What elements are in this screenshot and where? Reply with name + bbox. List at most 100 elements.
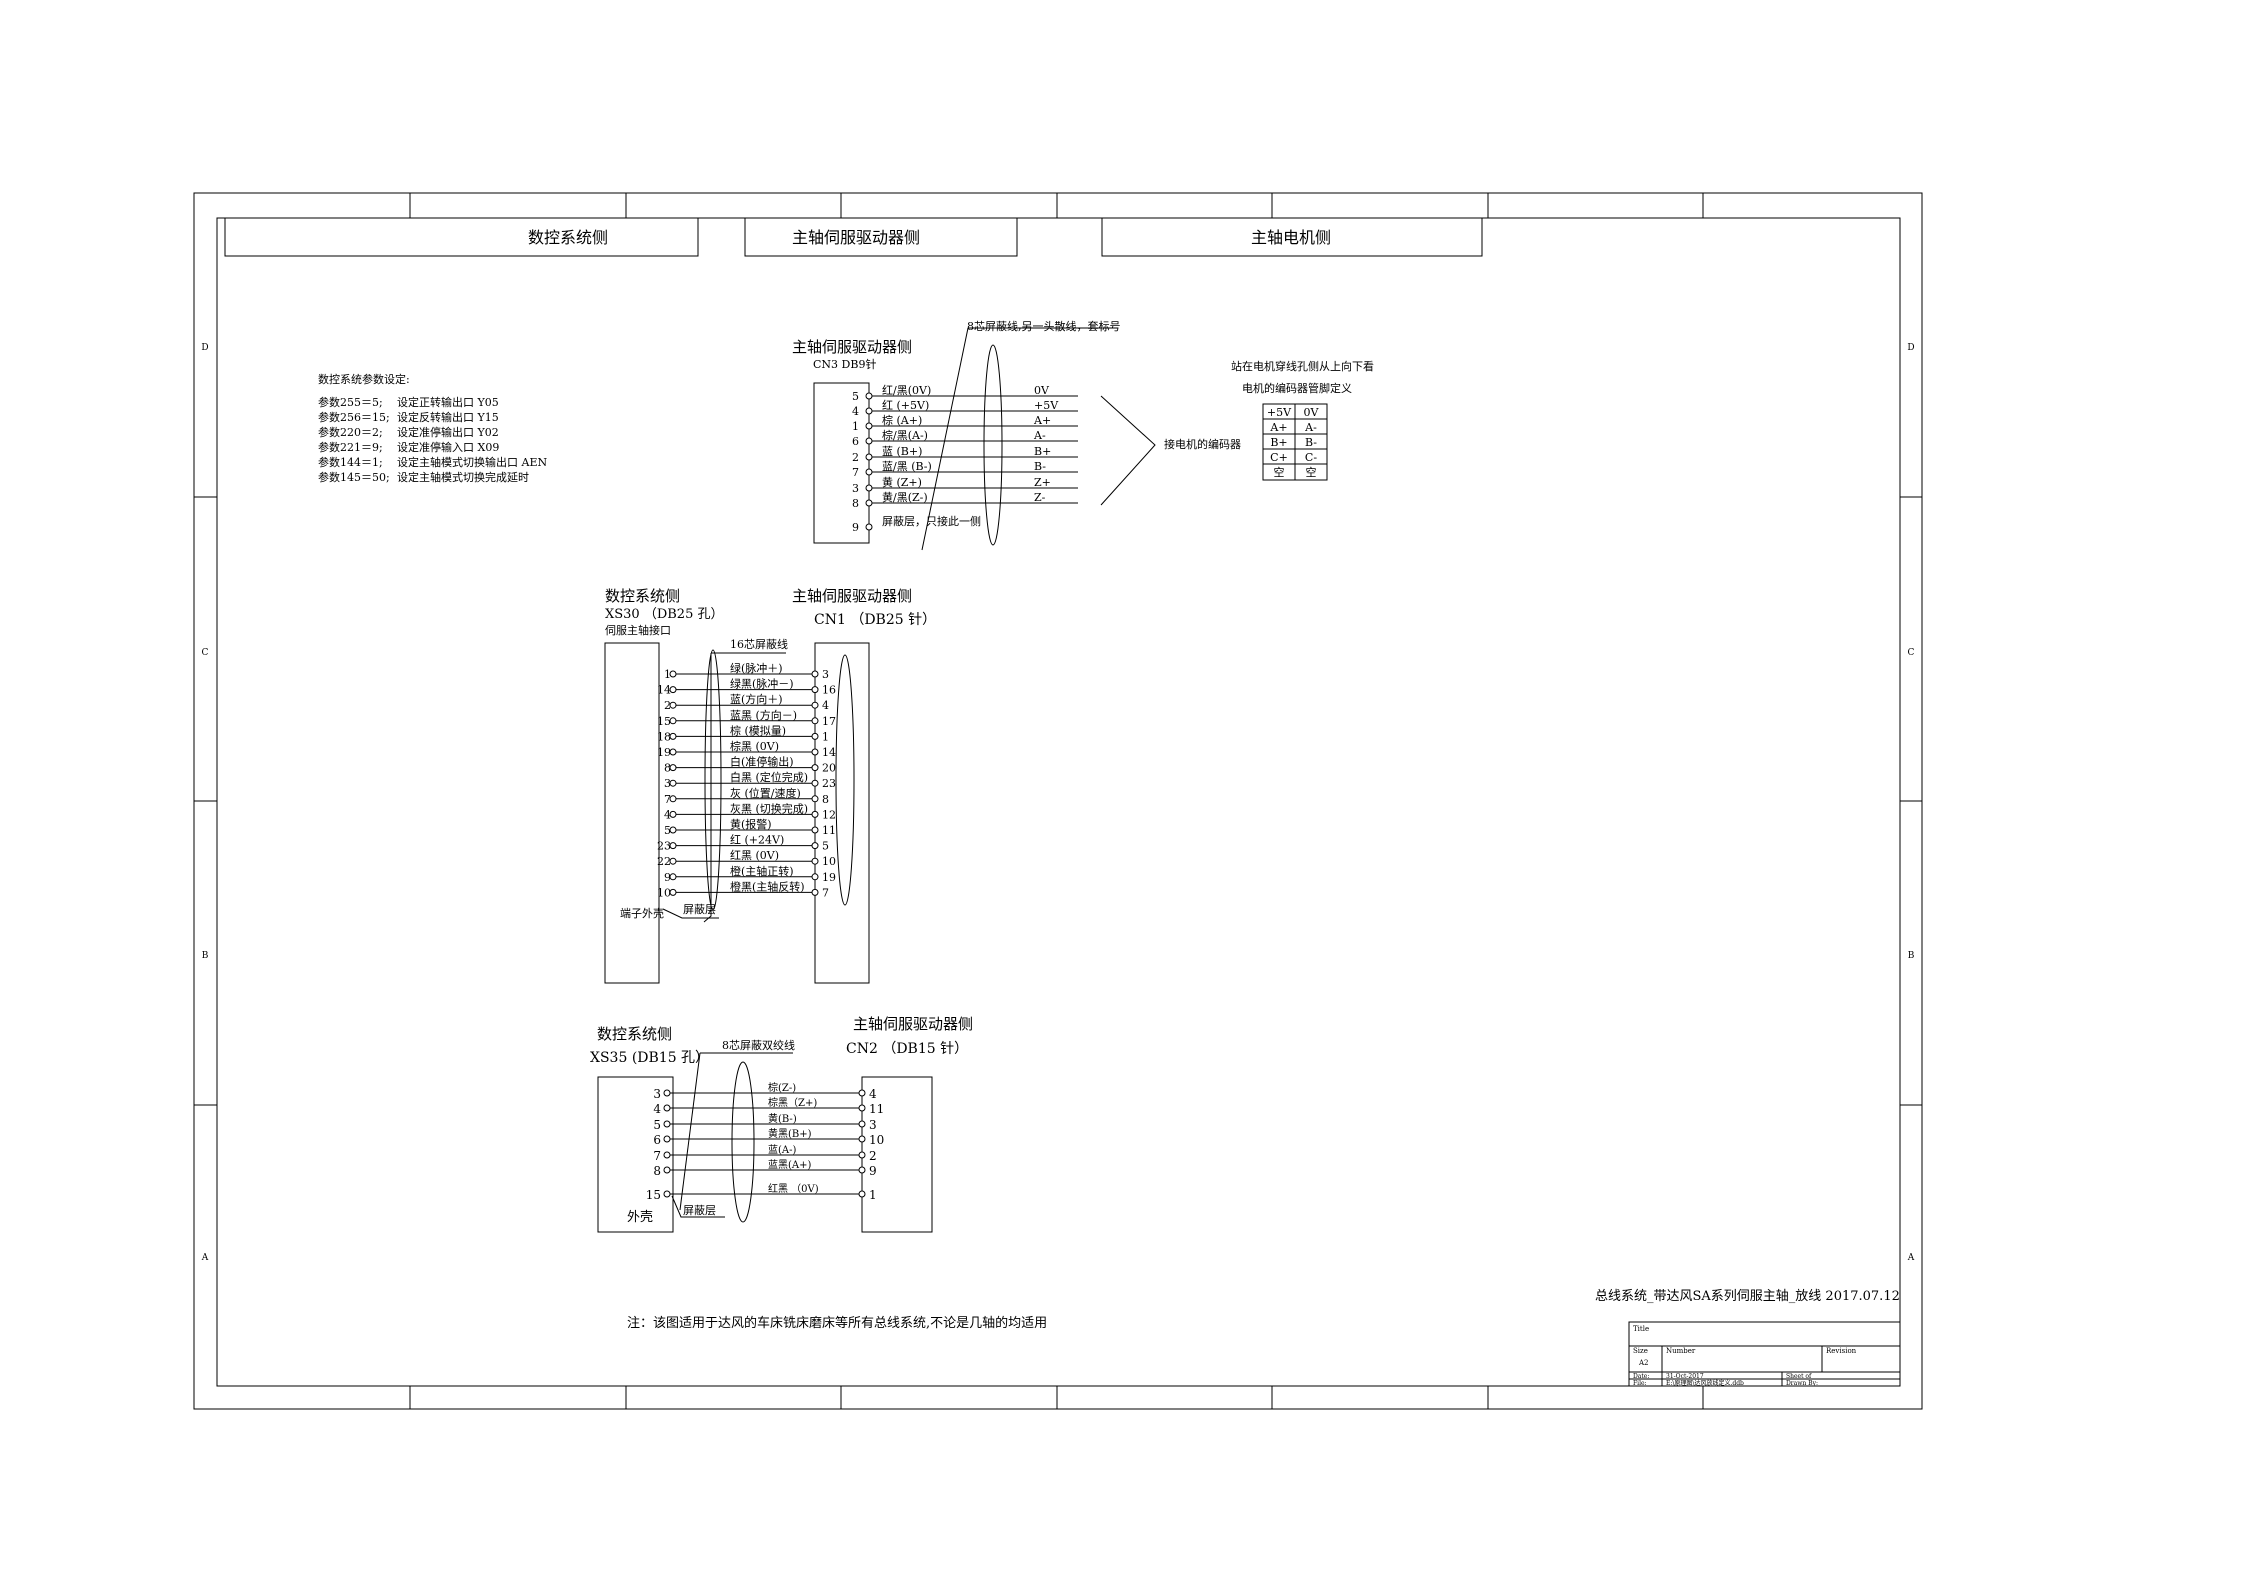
encoder-pin-label: A+ <box>1269 421 1287 434</box>
cn1-right-terminal <box>811 670 819 678</box>
cn1-wire-label: 橙黑(主轴反转) <box>730 879 805 893</box>
cn1-left-terminal <box>669 717 677 725</box>
cn1-right-terminal <box>811 873 819 881</box>
cn2-shield-line <box>671 1195 725 1218</box>
param-desc: 设定准停输入口 X09 <box>397 440 499 454</box>
encoder-pin-label: +5V <box>1267 406 1292 419</box>
cn3-wire-label: 蓝/黑 (B-) <box>882 460 932 473</box>
cn1-right-terminal <box>811 842 819 850</box>
cn2-wire-label: 棕(Z-) <box>768 1081 796 1094</box>
encoder-pin-label: B- <box>1305 436 1317 449</box>
cn1-left-terminal <box>669 686 677 694</box>
header-box-drive <box>744 217 1018 257</box>
cn2-right-pin: 11 <box>869 1102 884 1116</box>
encoder-title-2: 电机的编码器管脚定义 <box>1242 381 1352 395</box>
cn1-left-pin: 5 <box>664 824 671 837</box>
cn2-cnc-title: 数控系统侧 <box>597 1025 672 1043</box>
zone-letter-left: A <box>201 1253 209 1263</box>
encoder-title-1: 站在电机穿线孔侧从上向下看 <box>1231 359 1374 373</box>
cn1-shield-label: 屏蔽层 <box>683 903 716 916</box>
cn2-left-terminal <box>663 1166 671 1174</box>
cn2-right-terminal <box>858 1104 866 1112</box>
cn1-left-pin: 7 <box>664 793 671 806</box>
cn3-cable-note: 8芯屏蔽线,另一头散线，套标号 <box>967 319 1121 333</box>
cn3-to-encoder-label: 接电机的编码器 <box>1164 437 1241 451</box>
cn2-cable-slash <box>679 1052 701 1211</box>
cn3-wire-label: 屏蔽层，只接此一侧 <box>882 515 981 528</box>
cn1-right-terminal <box>811 795 819 803</box>
cn1-wire-label: 橙(主轴正转) <box>730 864 794 878</box>
cn2-right-pin: 4 <box>869 1087 877 1101</box>
encoder-pin-label: A- <box>1304 421 1317 434</box>
cn2-shell-label: 外壳 <box>627 1210 653 1225</box>
cn1-right-terminal <box>811 732 819 740</box>
title-block-revision: Revision <box>1826 1347 1857 1355</box>
cn1-cnc-title: 数控系统侧 <box>605 587 680 605</box>
footer-title: 总线系统_带达风SA系列伺服主轴_放线 2017.07.12 <box>1595 1289 1900 1304</box>
cn1-right-pin: 8 <box>822 793 829 806</box>
cn3-pin-terminal <box>865 437 873 445</box>
cn1-right-pin: 1 <box>822 730 829 743</box>
param-desc: 设定准停输出口 Y02 <box>397 425 499 439</box>
param-name: 参数144＝1; <box>318 455 383 469</box>
cn1-cnc-connector-box <box>604 642 660 984</box>
cn2-right-terminal <box>858 1089 866 1097</box>
param-name: 参数221＝9; <box>318 440 383 454</box>
cn3-pin-number: 4 <box>852 405 859 418</box>
cn3-pin-terminal <box>865 499 873 507</box>
cn1-right-pin: 17 <box>822 715 836 728</box>
cn2-left-terminal <box>663 1190 671 1198</box>
cn2-left-terminal <box>663 1135 671 1143</box>
cn2-left-pin: 8 <box>653 1164 661 1178</box>
encoder-pin-label: C+ <box>1270 451 1288 464</box>
cn3-title: 主轴伺服驱动器侧 <box>792 338 912 356</box>
header-box-cnc <box>224 217 699 257</box>
cn2-right-pin: 9 <box>869 1164 877 1178</box>
cn1-left-pin: 10 <box>657 886 671 899</box>
title-block-file-label: File: <box>1633 1380 1647 1387</box>
inner-frame <box>216 217 1901 1387</box>
cn1-right-pin: 12 <box>822 808 836 821</box>
cn1-left-pin: 18 <box>657 730 671 743</box>
cn1-right-pin: 14 <box>822 746 836 759</box>
cn2-right-pin: 3 <box>869 1118 877 1132</box>
cn3-signal-label: A+ <box>1033 414 1051 427</box>
cn1-wire-label: 红黑 (0V) <box>730 849 779 862</box>
param-name: 参数220＝2; <box>318 425 383 439</box>
zone-letter-right: D <box>1907 343 1914 353</box>
cn1-wire-label: 蓝(方向＋) <box>730 692 783 706</box>
cn2-right-terminal <box>858 1120 866 1128</box>
cn1-right-terminal <box>811 701 819 709</box>
encoder-pin-label: C- <box>1305 451 1317 464</box>
header-cnc-side: 数控系统侧 <box>528 228 608 247</box>
cn3-wire-label: 红 (+5V) <box>882 399 929 412</box>
encoder-pin-label: 空 <box>1306 465 1317 479</box>
cn2-right-pin: 2 <box>869 1149 877 1163</box>
cn3-pin-number: 9 <box>852 521 859 534</box>
cn3-pin-number: 7 <box>852 466 859 479</box>
cn2-cnc-connector-box <box>597 1076 674 1233</box>
title-block <box>1628 1321 1901 1387</box>
cn1-left-pin: 15 <box>657 715 671 728</box>
cn2-right-terminal <box>858 1151 866 1159</box>
title-block-date-label: Date: <box>1633 1373 1649 1380</box>
cn2-right-terminal <box>858 1190 866 1198</box>
cn1-wire-label: 黄(报警) <box>730 817 772 831</box>
cn2-drive-connector: CN2 （DB15 针） <box>846 1041 968 1057</box>
title-block-number: Number <box>1666 1347 1696 1355</box>
cn1-wire-label: 灰 (位置/速度) <box>730 786 801 800</box>
cn1-left-terminal <box>669 701 677 709</box>
cn1-left-pin: 3 <box>664 777 671 790</box>
cn3-pin-terminal <box>865 468 873 476</box>
zone-letter-left: C <box>202 648 209 658</box>
cn3-signal-label: B+ <box>1034 445 1051 458</box>
outer-frame <box>193 192 1923 1410</box>
cn2-wire-label: 红黑 （0V) <box>768 1182 819 1195</box>
cn3-subtitle: CN3 DB9针 <box>813 357 876 371</box>
cn1-right-pin: 10 <box>822 855 836 868</box>
cn1-wire-label: 白黑 (定位完成) <box>730 770 808 784</box>
cn1-wire-label: 绿(脉冲＋) <box>730 661 783 675</box>
cn2-left-terminal <box>663 1104 671 1112</box>
cn3-wire-label: 红/黑(0V) <box>882 384 931 397</box>
